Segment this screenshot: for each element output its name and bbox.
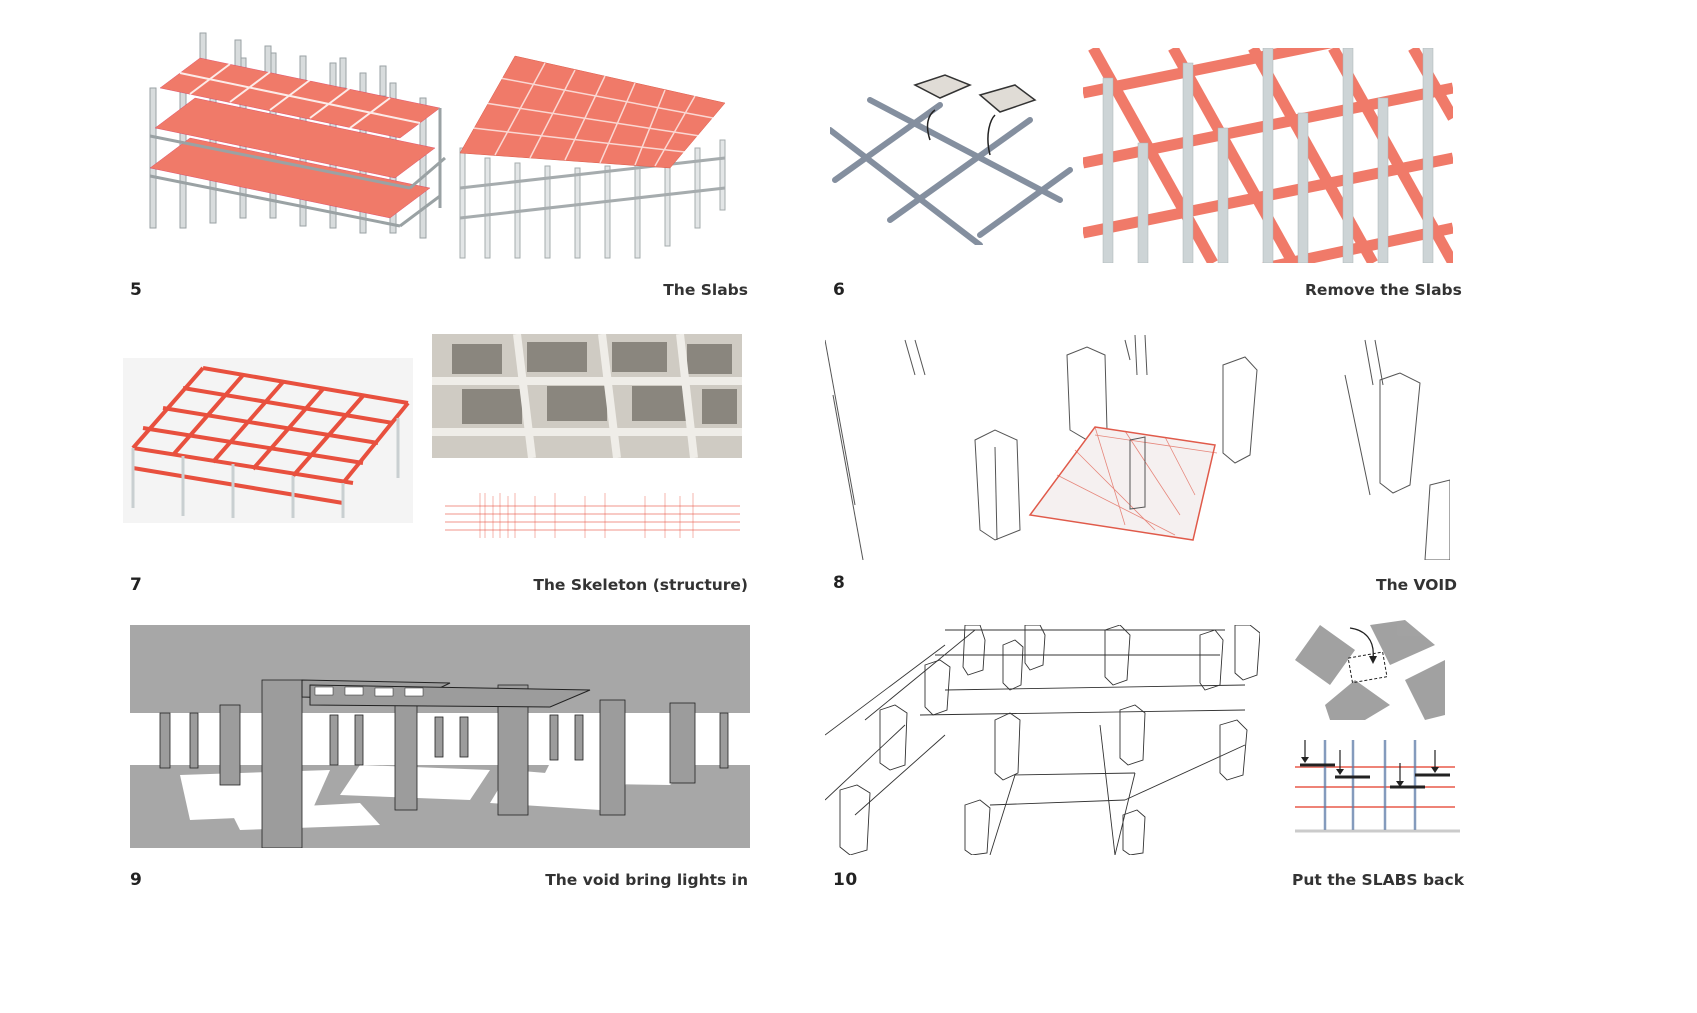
panel-caption: The Skeleton (structure) (533, 576, 748, 594)
slabs-lifted-axonometric (459, 55, 726, 259)
void-sketch-perspective (825, 335, 1450, 560)
panel-caption: The void bring lights in (545, 871, 748, 889)
lifted-slab (459, 55, 726, 169)
panel-slabs-back: 10 Put the SLABS back (825, 620, 1465, 890)
concrete-grid-photo (432, 334, 742, 458)
panel-caption: Put the SLABS back (1292, 871, 1465, 889)
panel-number: 6 (833, 280, 846, 300)
red-beam-grid-with-columns (1083, 48, 1453, 263)
panel-number: 8 (833, 573, 846, 593)
void-outline (1028, 426, 1216, 541)
panel-slabs: 5 The Slabs (0, 0, 850, 330)
panel-skeleton: 7 The Skeleton (structure) (0, 0, 850, 620)
panel-number: 9 (130, 870, 143, 890)
grid-detail-with-arrow (1295, 620, 1445, 720)
panel-caption: The Slabs (663, 281, 748, 299)
panel-caption: Remove the Slabs (1305, 281, 1462, 299)
red-skeleton-elevation (445, 493, 740, 538)
panel-void: 8 The VOID (825, 335, 1458, 594)
panel-void-lights: 9 The void bring lights in (0, 0, 850, 920)
sketch-columns-perspective (825, 625, 1260, 855)
panel-caption: The VOID (1376, 576, 1458, 594)
interior-render (130, 625, 750, 848)
panel-number: 7 (130, 575, 143, 595)
red-skeleton-axonometric (123, 358, 413, 523)
grid-plan-with-arrows (1295, 740, 1460, 833)
slabs-stacked-axonometric (149, 32, 446, 239)
sketch-grid-with-lifted-slabs (830, 74, 1073, 245)
panel-number: 5 (130, 280, 143, 300)
panel-number: 10 (833, 870, 858, 890)
panel-remove-slabs: 6 Remove the Slabs (0, 0, 1697, 330)
